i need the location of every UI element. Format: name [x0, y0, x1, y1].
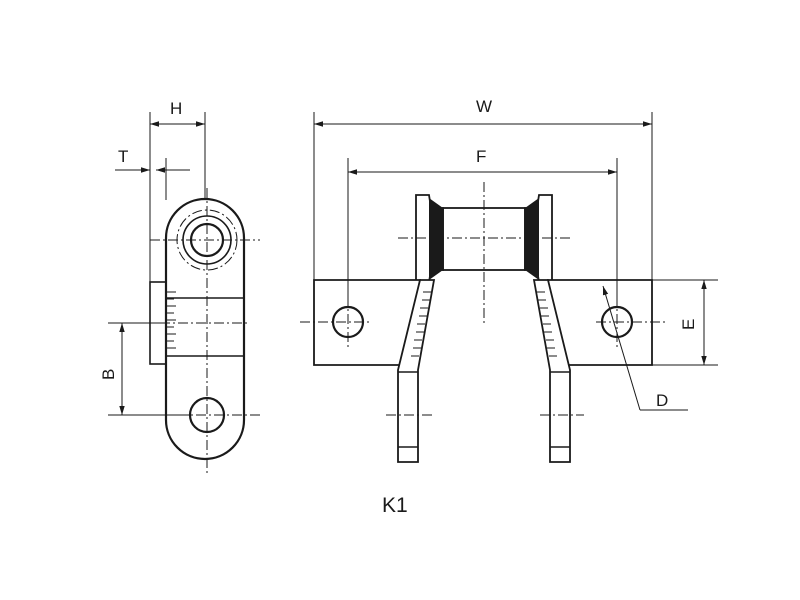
- front-left-hatch: [411, 291, 431, 357]
- dim-d: D: [602, 285, 688, 411]
- dim-f-label: F: [476, 147, 486, 166]
- dim-e-label: E: [679, 319, 698, 330]
- dim-h-label: H: [170, 99, 182, 118]
- dim-t-label: T: [118, 147, 128, 166]
- side-link-plate: [164, 197, 246, 461]
- side-view: [149, 188, 260, 475]
- dim-e: E: [652, 279, 718, 366]
- figure-caption: K1: [382, 494, 408, 517]
- dim-b: B: [99, 322, 190, 416]
- dim-b-label: B: [99, 369, 118, 380]
- dim-t: T: [115, 147, 190, 200]
- side-hatch-ticks: [166, 291, 176, 349]
- dim-w: W: [313, 97, 653, 280]
- front-left-link-plate: [397, 279, 436, 463]
- dim-f: F: [347, 147, 618, 300]
- dim-h: H: [149, 99, 206, 282]
- dim-d-label: D: [656, 391, 668, 410]
- front-view: [300, 182, 665, 463]
- dim-w-label: W: [476, 97, 492, 116]
- front-right-link-plate: [532, 279, 571, 463]
- front-right-hatch: [537, 291, 557, 357]
